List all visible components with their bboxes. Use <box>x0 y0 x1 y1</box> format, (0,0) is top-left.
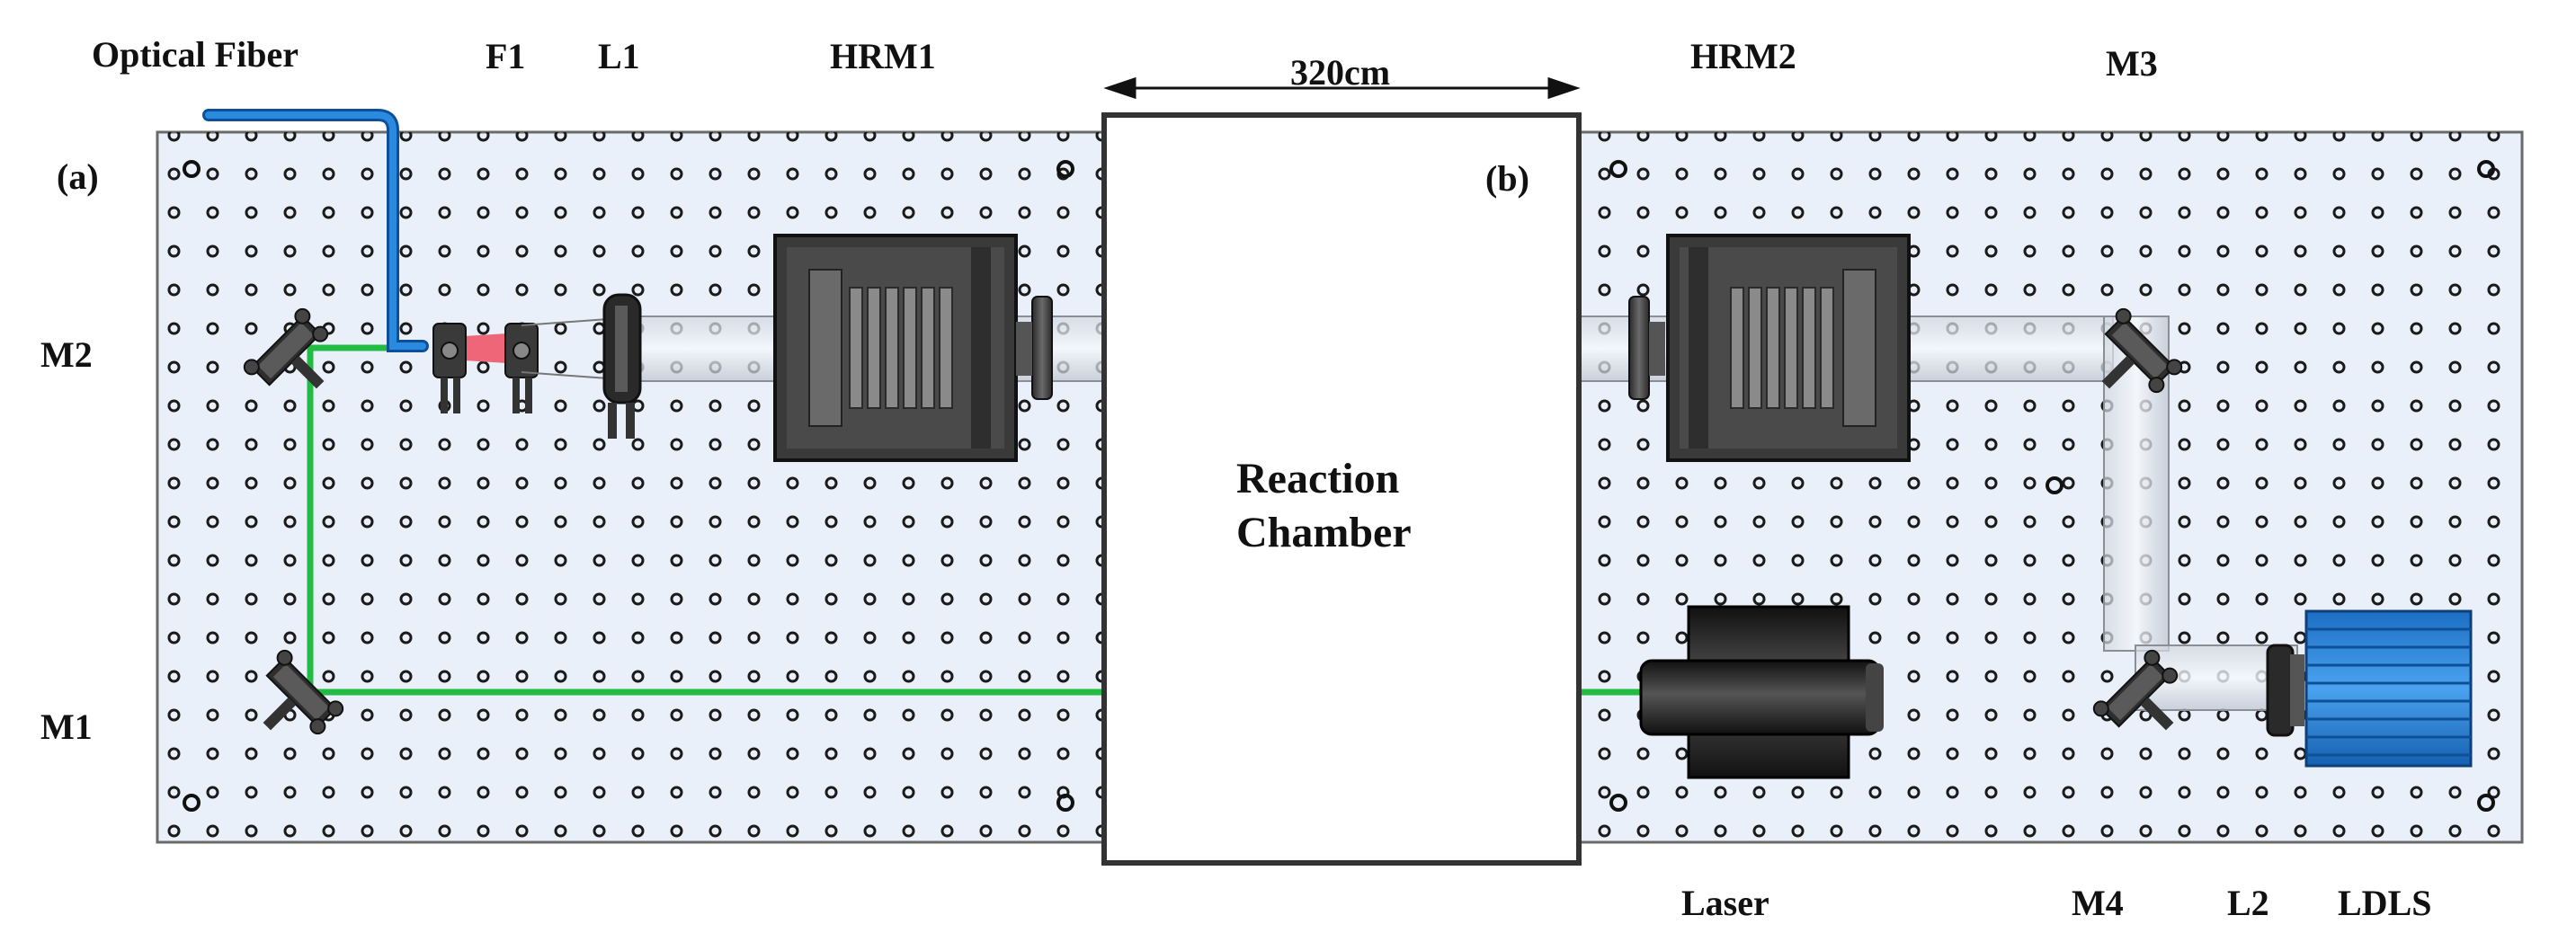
label-m3: M3 <box>2106 43 2158 84</box>
label-m1: M1 <box>40 706 93 747</box>
label-panel-a: (a) <box>57 156 99 197</box>
label-optical-fiber: Optical Fiber <box>92 34 299 75</box>
label-laser: Laser <box>1681 883 1769 923</box>
label-hrm2: HRM2 <box>1690 36 1796 76</box>
label-l1: L1 <box>598 36 640 76</box>
hrm1-mount <box>773 234 1053 462</box>
label-l2: L2 <box>2227 883 2269 923</box>
label-panel-b: (b) <box>1485 158 1529 199</box>
filter-f1 <box>432 323 539 414</box>
label-chamber-line2: Chamber <box>1236 509 1412 556</box>
label-f1: F1 <box>486 36 525 76</box>
label-m4: M4 <box>2072 883 2124 923</box>
label-ldls: LDLS <box>2338 883 2432 923</box>
hrm2-mount <box>1628 234 1911 462</box>
laser-device <box>1639 605 1884 779</box>
label-hrm1: HRM1 <box>830 36 936 76</box>
label-m2: M2 <box>40 334 93 375</box>
ldls-source <box>2304 609 2473 768</box>
distance-arrow <box>1103 76 1581 100</box>
lens-l1 <box>521 293 642 439</box>
lens-l2 <box>2266 644 2304 737</box>
green-laser-beam <box>307 344 1645 696</box>
label-distance: 320cm <box>1290 52 1390 93</box>
optical-fiber <box>202 109 429 352</box>
label-chamber-line1: Reaction <box>1236 455 1399 502</box>
reaction-chamber <box>1101 112 1582 866</box>
